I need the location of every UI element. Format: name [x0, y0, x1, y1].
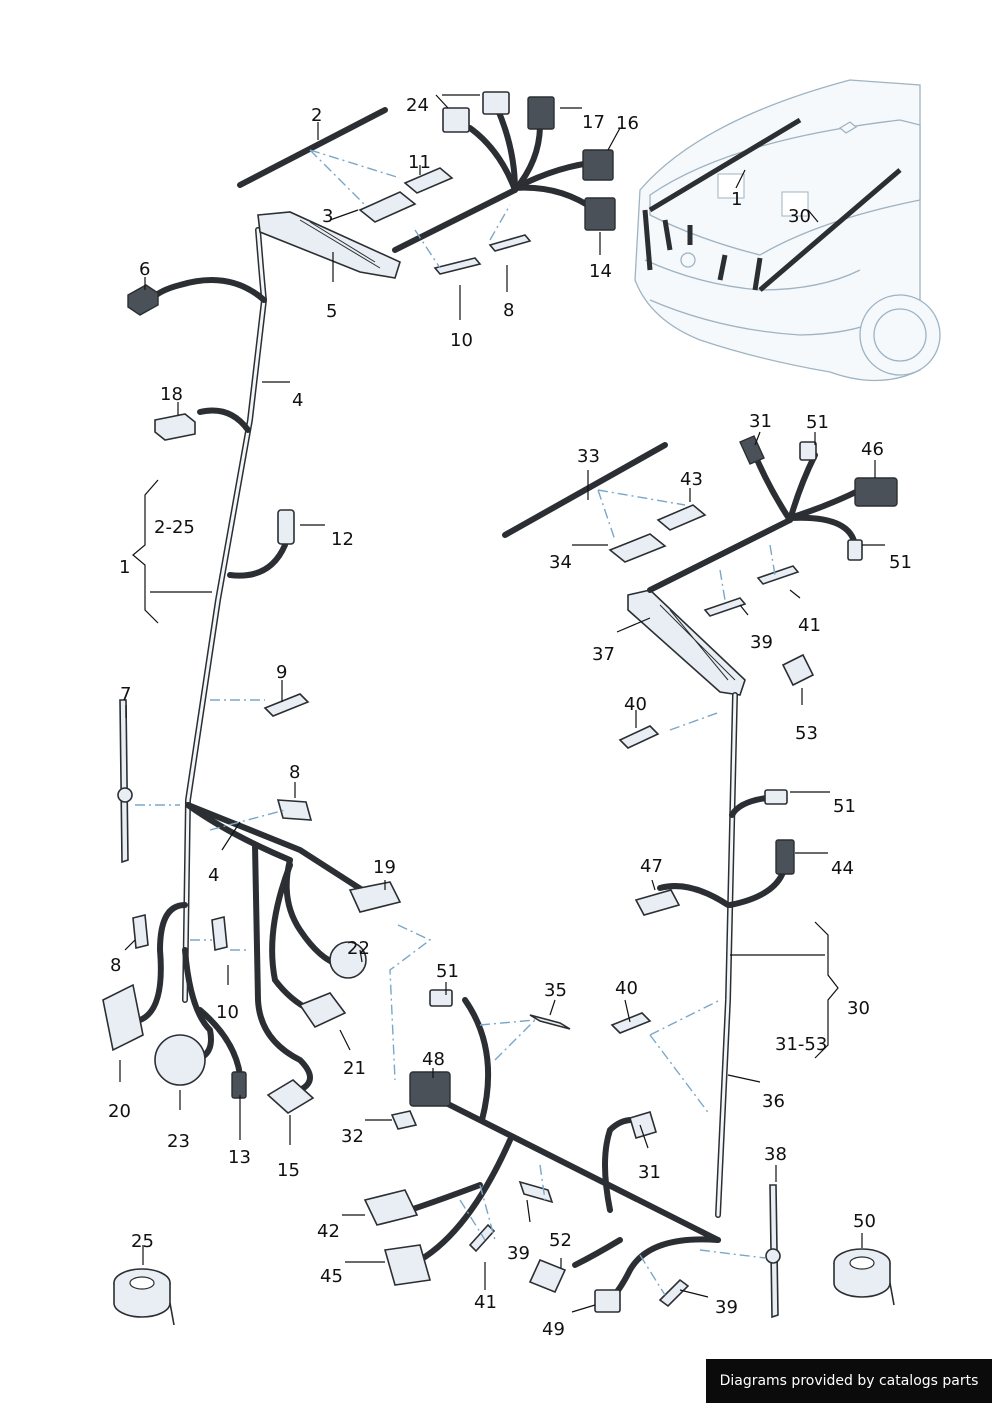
label-35: 35	[544, 980, 567, 1001]
car-rear-illustration	[634, 79, 941, 382]
label-39-mid: 39	[507, 1243, 530, 1264]
label-45: 45	[320, 1266, 343, 1287]
label-34: 34	[549, 552, 572, 573]
harness-left	[137, 107, 603, 1093]
label-32: 32	[341, 1126, 364, 1147]
label-24: 24	[406, 95, 429, 116]
label-10-top: 10	[450, 330, 473, 351]
callout-labels: 2 24 17 16 11 3 1 30 6 5 8 10 14 4 18 2-…	[108, 95, 912, 1340]
label-51-low: 51	[436, 961, 459, 982]
label-39-top: 39	[750, 632, 773, 653]
label-2-25: 2-25	[154, 517, 195, 538]
label-30: 30	[847, 998, 870, 1019]
label-50: 50	[853, 1211, 876, 1232]
label-41-top: 41	[798, 615, 821, 636]
label-46: 46	[861, 439, 884, 460]
label-51-top: 51	[806, 412, 829, 433]
label-14: 14	[589, 261, 612, 282]
label-6: 6	[139, 259, 150, 280]
label-30-car: 30	[788, 206, 811, 227]
label-44: 44	[831, 858, 854, 879]
label-53: 53	[795, 723, 818, 744]
label-47: 47	[640, 856, 663, 877]
label-51-mid: 51	[833, 796, 856, 817]
label-37: 37	[592, 644, 615, 665]
tape-roll-25	[113, 1268, 175, 1326]
label-17: 17	[582, 112, 605, 133]
label-10-low: 10	[216, 1002, 239, 1023]
label-33: 33	[577, 446, 600, 467]
tape-roll-50	[833, 1248, 895, 1306]
label-1-car: 1	[731, 189, 742, 210]
label-7: 7	[120, 684, 131, 705]
label-2: 2	[311, 105, 322, 126]
label-38: 38	[764, 1144, 787, 1165]
connectors-left	[102, 91, 616, 1114]
label-43: 43	[680, 469, 703, 490]
label-40-top: 40	[624, 694, 647, 715]
label-42: 42	[317, 1221, 340, 1242]
label-15: 15	[277, 1160, 300, 1181]
label-5: 5	[326, 301, 337, 322]
label-12: 12	[331, 529, 354, 550]
label-16: 16	[616, 113, 639, 134]
label-9: 9	[276, 662, 287, 683]
label-23: 23	[167, 1131, 190, 1152]
leader-lines	[119, 94, 885, 1313]
label-20: 20	[108, 1101, 131, 1122]
label-8-mid: 8	[289, 762, 300, 783]
attribution-footer: Diagrams provided by catalogs parts	[706, 1359, 992, 1403]
label-41-low: 41	[474, 1292, 497, 1313]
assembly-dash-lines	[135, 149, 776, 1296]
label-3: 3	[322, 206, 333, 227]
label-48: 48	[422, 1049, 445, 1070]
label-36: 36	[762, 1091, 785, 1112]
connectors-right	[363, 435, 898, 1319]
label-40-low: 40	[615, 978, 638, 999]
label-49: 49	[542, 1319, 565, 1340]
label-11: 11	[408, 152, 431, 173]
label-13: 13	[228, 1147, 251, 1168]
label-22: 22	[347, 938, 370, 959]
label-8-top: 8	[503, 300, 514, 321]
label-31-53: 31-53	[775, 1034, 827, 1055]
label-21: 21	[343, 1058, 366, 1079]
label-8-low: 8	[110, 955, 121, 976]
label-31-top: 31	[749, 411, 772, 432]
label-1: 1	[119, 557, 130, 578]
harness-right	[407, 442, 863, 1303]
label-31-low: 31	[638, 1162, 661, 1183]
label-39-low: 39	[715, 1297, 738, 1318]
label-52: 52	[549, 1230, 572, 1251]
label-19: 19	[373, 857, 396, 878]
label-51-right: 51	[889, 552, 912, 573]
label-18: 18	[160, 384, 183, 405]
label-4-top: 4	[292, 390, 303, 411]
label-25: 25	[131, 1231, 154, 1252]
label-4-mid: 4	[208, 865, 219, 886]
